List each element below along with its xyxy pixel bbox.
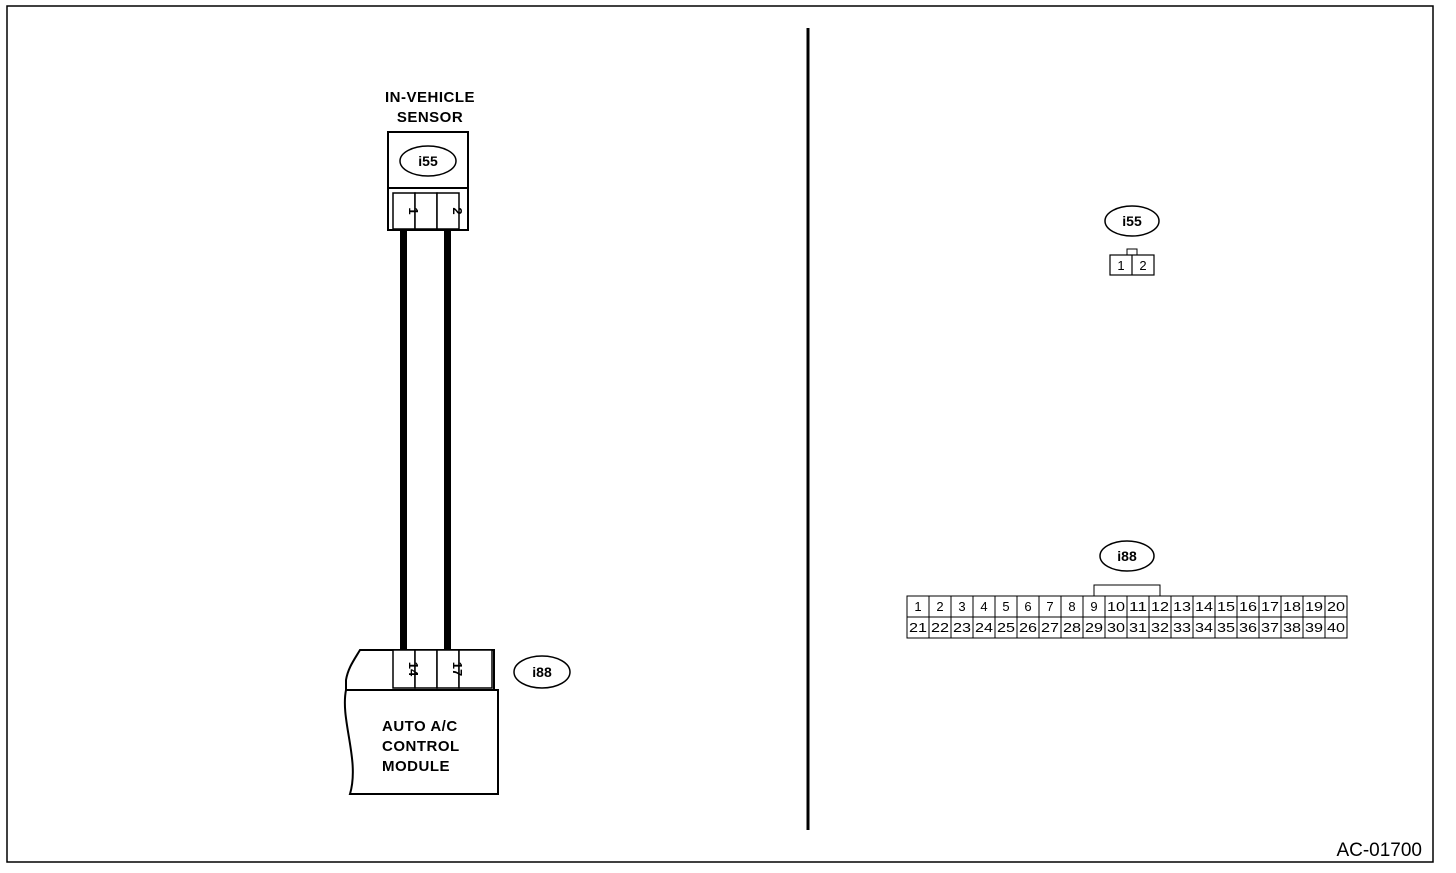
i88-pin-label: 28 (1063, 620, 1081, 635)
i88-pin-label: 3 (958, 599, 965, 614)
module-connector-badge (513, 655, 571, 689)
i88-pin-label: 26 (1019, 620, 1037, 635)
i88-pin-cell (1324, 616, 1348, 639)
connector-i55-face: i55 1 2 (1104, 205, 1160, 276)
i88-pin-label: 36 (1239, 620, 1257, 635)
i88-pin-label: 40 (1327, 620, 1345, 635)
wire-pin2-to-pin17 (444, 231, 451, 650)
i55-pin-2: 2 (1139, 258, 1146, 273)
i88-latch (1093, 584, 1161, 596)
figure-reference: AC-01700 (1336, 840, 1422, 861)
sensor-connector-badge (399, 145, 457, 177)
sensor-pin-cell-2 (436, 192, 460, 230)
module-connector-id: i88 (532, 664, 552, 680)
i88-pin-label: 19 (1305, 599, 1323, 614)
auto-ac-control-module: 14 17 i88 AUTO A/C CONTROL MODULE (343, 649, 571, 795)
i88-pin-label: 13 (1173, 599, 1191, 614)
i88-pin-label: 9 (1090, 599, 1097, 614)
sensor-connector-id: i55 (418, 153, 438, 169)
i55-latch (1126, 248, 1138, 256)
i88-pin-label: 20 (1327, 599, 1345, 614)
sensor-title-line1: IN-VEHICLE (385, 89, 475, 106)
wire-pin1-to-pin14 (400, 231, 407, 650)
i88-pin-label: 21 (909, 620, 927, 635)
i88-pin-label: 4 (980, 599, 987, 614)
i88-pin-label: 11 (1129, 599, 1147, 614)
in-vehicle-sensor: IN-VEHICLE SENSOR i55 1 2 (385, 89, 475, 231)
i88-pin-label: 7 (1046, 599, 1053, 614)
i88-pin-label: 23 (953, 620, 971, 635)
i88-id: i88 (1117, 548, 1137, 564)
i88-pin-label: 31 (1129, 620, 1147, 635)
module-name-line3: MODULE (382, 758, 450, 775)
module-pin-label-14: 14 (406, 662, 421, 677)
i88-pin-label: 30 (1107, 620, 1125, 635)
i88-pin-label: 27 (1041, 620, 1059, 635)
sensor-pin-label-1: 1 (406, 207, 421, 214)
i88-pin-label: 39 (1305, 620, 1323, 635)
i55-pin-1: 1 (1117, 258, 1124, 273)
i88-pin-label: 37 (1261, 620, 1279, 635)
i55-badge (1104, 205, 1160, 237)
i88-pin-label: 25 (997, 620, 1015, 635)
i88-pin-label: 22 (931, 620, 949, 635)
module-name-line1: AUTO A/C (382, 718, 458, 735)
i88-pin-label: 29 (1085, 620, 1103, 635)
sensor-title-line2: SENSOR (397, 109, 463, 126)
i88-pin-label: 1 (914, 599, 921, 614)
i88-pin-label: 24 (975, 620, 993, 635)
i88-pin-label: 15 (1217, 599, 1235, 614)
i88-pin-label: 6 (1024, 599, 1031, 614)
i88-pin-label: 8 (1068, 599, 1075, 614)
i88-pin-label: 34 (1195, 620, 1213, 635)
module-pin-cell-blank (458, 649, 493, 689)
i88-pin-label: 17 (1261, 599, 1279, 614)
i88-pin-label: 12 (1151, 599, 1169, 614)
module-pin-label-17: 17 (450, 662, 465, 676)
i88-pin-label: 10 (1107, 599, 1125, 614)
i88-pin-label: 35 (1217, 620, 1235, 635)
i88-pin-label: 18 (1283, 599, 1301, 614)
i88-pin-label: 16 (1239, 599, 1257, 614)
i88-pin-label: 14 (1195, 599, 1213, 614)
module-name-line2: CONTROL (382, 738, 460, 755)
i88-pin-label: 2 (936, 599, 943, 614)
i88-badge (1099, 540, 1155, 572)
outer-frame (6, 5, 1434, 863)
i55-id: i55 (1122, 213, 1142, 229)
i88-pin-label: 38 (1283, 620, 1301, 635)
sensor-pin-label-2: 2 (450, 207, 465, 214)
i88-pin-label: 5 (1002, 599, 1009, 614)
i88-pin-label: 33 (1173, 620, 1191, 635)
i88-pin-label: 32 (1151, 620, 1169, 635)
